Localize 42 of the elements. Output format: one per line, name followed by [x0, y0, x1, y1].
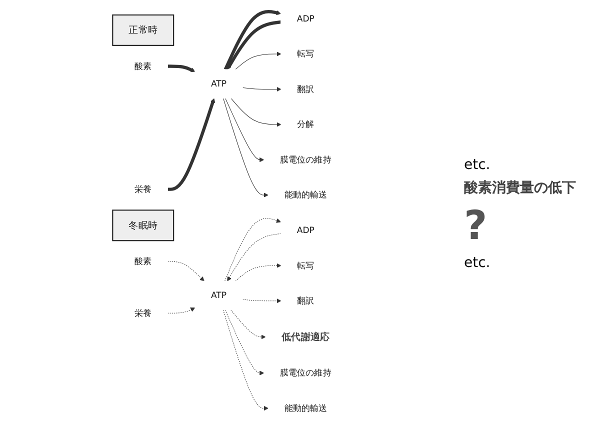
node-text: 膜電位の維持	[280, 154, 332, 165]
node-text: 転写	[297, 48, 314, 59]
node-text: ATP	[210, 290, 227, 300]
arrow	[235, 52, 282, 70]
node-text: 低代謝適応	[282, 331, 330, 343]
node-text: 能動的輸送	[284, 190, 328, 200]
node-text: ATP	[210, 78, 227, 89]
node-text: 栄養	[134, 184, 152, 194]
arrow	[224, 10, 282, 70]
annotation-text: 酸素消費量の低下	[464, 178, 577, 196]
note-text: etc.	[464, 254, 492, 270]
node-text: 転写	[297, 260, 314, 270]
arrow	[235, 263, 282, 282]
arrow	[222, 310, 268, 411]
arrow	[224, 310, 264, 376]
node-box: 正常時	[112, 14, 174, 46]
arrow	[167, 308, 196, 314]
arrow	[230, 98, 282, 127]
arrow	[230, 310, 266, 340]
node-text: 能動的輸送	[284, 402, 328, 414]
question-mark: ?	[464, 202, 488, 248]
note-text: etc.	[464, 156, 492, 172]
arrow	[242, 86, 282, 92]
arrow	[242, 298, 282, 304]
arrow	[168, 98, 215, 191]
node-text: 酸素	[134, 60, 152, 72]
arrow	[222, 98, 268, 198]
node-text: ADP	[296, 224, 314, 236]
arrow	[224, 218, 282, 282]
node-text: 分解	[297, 119, 314, 130]
node-text: 翻訳	[297, 296, 314, 306]
arrow	[227, 233, 282, 282]
node-text: ADP	[296, 13, 314, 24]
arrow	[168, 64, 196, 72]
arrow	[225, 98, 264, 162]
arrow	[227, 20, 282, 70]
node-text: 栄養	[134, 308, 152, 318]
arrow	[167, 261, 204, 282]
node-text: 酸素	[134, 256, 152, 266]
node-text: 膜電位の維持	[280, 368, 332, 378]
node-text: 翻訳	[297, 84, 314, 94]
node-box: 冬眠時	[112, 210, 174, 242]
